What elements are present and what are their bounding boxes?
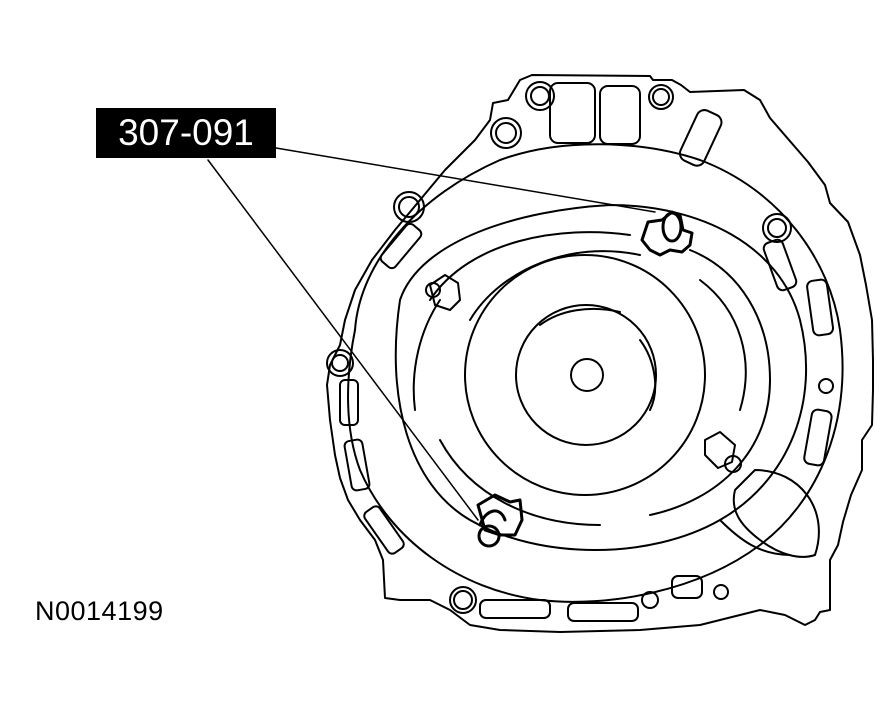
- leader-line-lower: [207, 159, 479, 521]
- tool-stud-lower-left: [476, 493, 524, 548]
- stud-lower-right: [704, 431, 742, 473]
- tool-callout-label: 307-091: [96, 108, 276, 158]
- stud-upper-left: [425, 274, 461, 311]
- housing-outline: [326, 74, 874, 633]
- leader-line-upper: [275, 147, 656, 213]
- figure-id: N0014199: [35, 596, 164, 626]
- tool-stud-upper-right: [640, 210, 694, 257]
